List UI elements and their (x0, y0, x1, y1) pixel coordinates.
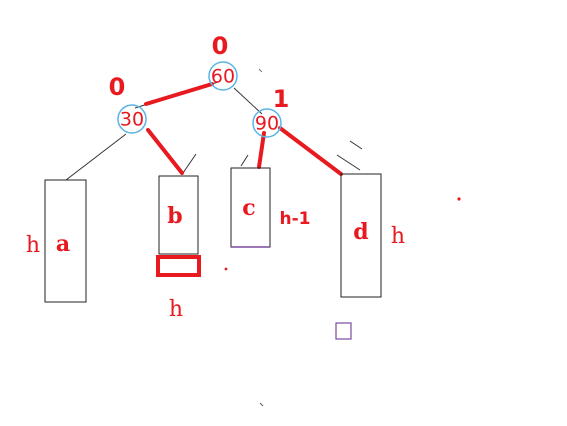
subtree-a-label: a (56, 231, 70, 257)
edge-30-a (65, 133, 127, 181)
balance-factor-30: 0 (109, 73, 126, 101)
red-edge-90-c (257, 131, 266, 169)
stray-dot-2 (224, 267, 228, 271)
balance-factor-90: 1 (273, 85, 290, 113)
subtree-c-height: h-1 (280, 209, 311, 229)
subtree-b-extension (156, 255, 201, 277)
balance-factor-60: 0 (212, 32, 229, 60)
edge-90-d-thin-1 (336, 154, 361, 171)
subtree-c-label: c (242, 195, 255, 221)
stray-dot-1 (457, 197, 461, 201)
node-90-label: 90 (255, 113, 279, 135)
subtree-b-box (158, 175, 199, 255)
stray-tick-1 (259, 402, 264, 407)
subtree-d-height: h (391, 224, 405, 249)
subtree-b-label: b (167, 203, 182, 229)
purple-glyph-mark (335, 322, 352, 340)
subtree-d-box (340, 173, 382, 298)
subtree-d-label: d (353, 219, 368, 245)
node-60-label: 60 (211, 66, 235, 88)
subtree-b-height: h (169, 297, 183, 322)
node-60-circle (208, 61, 238, 91)
node-30-label: 30 (120, 109, 144, 131)
edge-90-d-thin-2 (349, 140, 363, 150)
red-edge-90-d (278, 126, 343, 176)
edge-90-c-thin (240, 154, 249, 167)
edge-30-b-thin (182, 153, 197, 174)
red-edges (144, 82, 343, 176)
red-edge-60-30 (144, 82, 214, 106)
edge-60-90-thin (233, 87, 263, 115)
stray-tick-2 (258, 68, 263, 73)
subtree-a-height: h (26, 233, 40, 258)
node-30-circle (117, 104, 147, 134)
node-90-circle (252, 108, 282, 138)
subtree-a-box (44, 179, 87, 303)
red-edge-30-b (146, 128, 184, 175)
